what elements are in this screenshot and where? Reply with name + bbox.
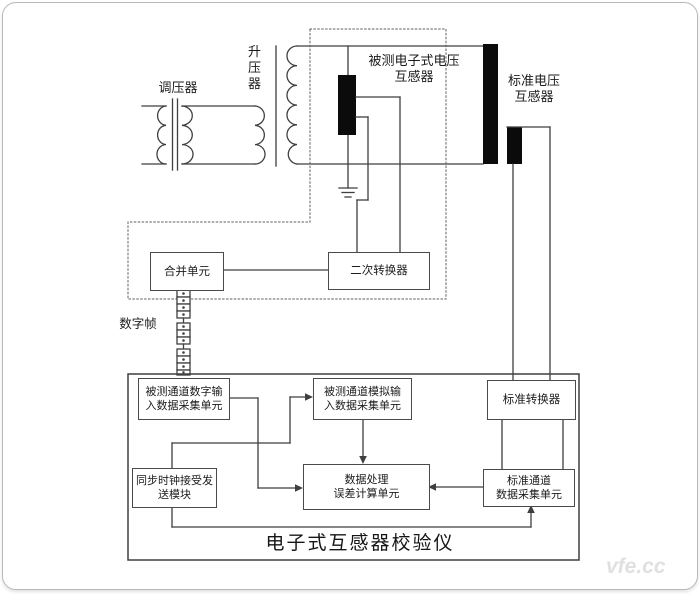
analog-acquisition-box: 被测通道模拟输 入数据采集单元: [313, 378, 412, 420]
regulator-label: 调压器: [158, 80, 198, 95]
standard-vt-label: 标准电压 互感器: [507, 73, 560, 104]
regulator-symbol: [141, 98, 194, 171]
ground-icon: [338, 187, 358, 198]
dotted-boundary: [127, 28, 447, 300]
evt-symbol: [338, 45, 401, 253]
step-up-transformer-label: 升压器: [247, 44, 261, 91]
digital-frame-chain: [176, 289, 191, 376]
watermark: vfe.cc: [606, 555, 666, 578]
digital-frame-label: 数字帧: [119, 317, 157, 331]
merging-unit-box: 合并单元: [150, 252, 224, 291]
secondary-converter-box: 二次转换器: [328, 252, 430, 290]
calibrator-title: 电子式互感器校验仪: [265, 533, 455, 554]
digital-acquisition-box: 被测通道数字输 入数据采集单元: [138, 378, 230, 420]
calibrator-outline: [127, 373, 580, 561]
arrowheads: [295, 393, 535, 513]
calibrator-connections: [171, 396, 564, 528]
step-up-symbol: [181, 45, 298, 167]
standard-vt-symbol: [483, 44, 551, 381]
standard-converter-box: 标准转换器: [487, 380, 576, 420]
standard-channel-box: 标准通道 数据采集单元: [483, 469, 575, 507]
tested-evt-label: 被测电子式电压 互感器: [368, 53, 460, 84]
data-processing-box: 数据处理 误差计算单元: [303, 464, 430, 510]
sync-clock-box: 同步时钟接受发 送模块: [132, 468, 217, 508]
hv-wiring: [296, 45, 484, 165]
